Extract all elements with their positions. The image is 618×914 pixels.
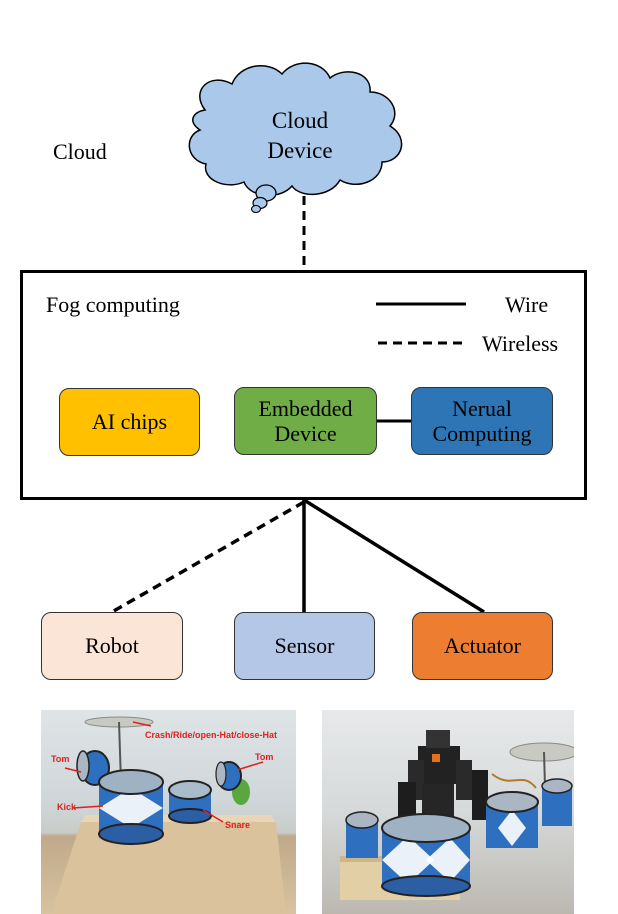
drum-kit-illustration [51,716,286,914]
crash-annotation: Crash/Ride/open-Hat/close-Hat [145,730,278,740]
embedded-device-line2: Device [274,421,337,446]
legend-wire-label: Wire [505,292,549,317]
fog-computing-box [20,270,587,500]
cloud-layer-label: Cloud [53,139,107,164]
snare-annotation: Snare [225,820,251,830]
kick-annotation: Kick [57,802,77,812]
robot-drumming-photo [322,710,574,914]
actuator-label: Actuator [444,633,521,659]
robot-node: Robot [41,612,183,680]
neural-computing-line1: Nerual [452,395,512,421]
cloud-device-label: Cloud Device [240,106,360,166]
drum-kit-photo: Crash/Ride/open-Hat/close-Hat Tom Tom Ki… [41,710,296,914]
embedded-device-line1: Embedded [258,395,353,421]
tom-right-annotation: Tom [255,752,274,762]
architecture-diagram [111,62,485,614]
cloud-shape [188,62,403,214]
sensor-label: Sensor [274,633,335,659]
legend-wireless-label: Wireless [482,331,559,356]
neural-computing-line2: Computing [432,421,532,446]
actuator-node: Actuator [412,612,553,680]
tom-left-annotation: Tom [51,754,70,764]
ai-chips-label: AI chips [91,409,168,435]
fog-actuator-wire [303,498,485,614]
ai-chips-node: AI chips [59,388,200,456]
cloud-device-line2: Device [267,137,333,163]
robot-drumming-illustration [340,730,574,900]
sensor-node: Sensor [234,612,375,680]
neural-computing-node: Nerual Computing [411,387,553,455]
robot-label: Robot [85,633,139,659]
fog-robot-wireless-link [111,500,305,614]
embedded-device-node: Embedded Device [234,387,377,455]
fog-computing-label: Fog computing [46,292,180,317]
cloud-device-line1: Cloud [271,108,329,133]
